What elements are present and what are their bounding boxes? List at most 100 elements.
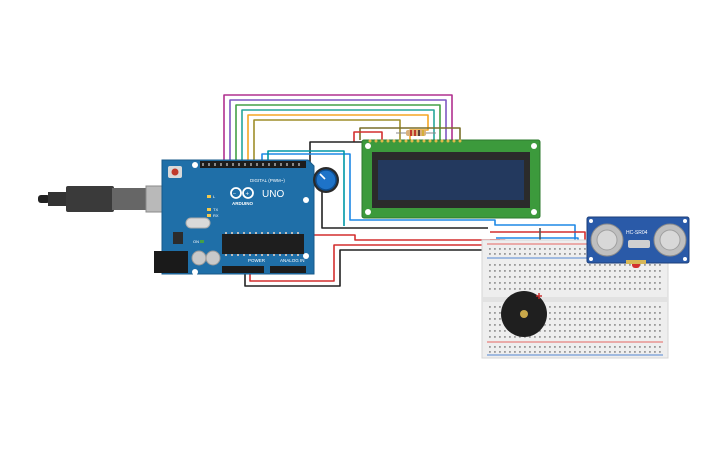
breadboard-hole[interactable] bbox=[654, 270, 656, 272]
breadboard-hole[interactable] bbox=[509, 270, 511, 272]
breadboard-hole[interactable] bbox=[499, 270, 501, 272]
breadboard-hole[interactable] bbox=[524, 276, 526, 278]
breadboard-hole[interactable] bbox=[569, 336, 571, 338]
breadboard-hole[interactable] bbox=[514, 264, 516, 266]
breadboard-hole[interactable] bbox=[534, 336, 536, 338]
breadboard-hole[interactable] bbox=[624, 306, 626, 308]
breadboard-hole[interactable] bbox=[509, 346, 511, 348]
breadboard-hole[interactable] bbox=[654, 276, 656, 278]
breadboard-hole[interactable] bbox=[579, 276, 581, 278]
breadboard-hole[interactable] bbox=[584, 330, 586, 332]
breadboard-hole[interactable] bbox=[519, 264, 521, 266]
arduino-uno[interactable]: DIGITAL (PWM~) L TX RX – + UNO ARDUINO O… bbox=[154, 159, 315, 275]
breadboard-hole[interactable] bbox=[564, 346, 566, 348]
breadboard-hole[interactable] bbox=[559, 282, 561, 284]
breadboard-hole[interactable] bbox=[574, 270, 576, 272]
potentiometer[interactable] bbox=[313, 167, 339, 193]
breadboard-hole[interactable] bbox=[504, 248, 506, 250]
breadboard-hole[interactable] bbox=[549, 324, 551, 326]
breadboard-hole[interactable] bbox=[629, 270, 631, 272]
breadboard-hole[interactable] bbox=[639, 312, 641, 314]
breadboard-hole[interactable] bbox=[639, 318, 641, 320]
breadboard-hole[interactable] bbox=[634, 282, 636, 284]
breadboard-hole[interactable] bbox=[584, 288, 586, 290]
breadboard-hole[interactable] bbox=[589, 288, 591, 290]
breadboard-hole[interactable] bbox=[529, 336, 531, 338]
breadboard-hole[interactable] bbox=[584, 318, 586, 320]
breadboard-hole[interactable] bbox=[649, 282, 651, 284]
breadboard-hole[interactable] bbox=[544, 324, 546, 326]
breadboard-hole[interactable] bbox=[554, 270, 556, 272]
breadboard-hole[interactable] bbox=[514, 276, 516, 278]
breadboard-hole[interactable] bbox=[654, 306, 656, 308]
breadboard-hole[interactable] bbox=[524, 288, 526, 290]
breadboard-hole[interactable] bbox=[489, 270, 491, 272]
breadboard-hole[interactable] bbox=[609, 351, 611, 353]
breadboard-hole[interactable] bbox=[494, 330, 496, 332]
hc-sr04-sensor[interactable]: HC-SR04 bbox=[586, 216, 690, 264]
breadboard-hole[interactable] bbox=[569, 346, 571, 348]
breadboard-hole[interactable] bbox=[554, 324, 556, 326]
breadboard-hole[interactable] bbox=[554, 288, 556, 290]
breadboard-hole[interactable] bbox=[594, 336, 596, 338]
breadboard-hole[interactable] bbox=[624, 270, 626, 272]
breadboard-hole[interactable] bbox=[504, 288, 506, 290]
breadboard-hole[interactable] bbox=[494, 306, 496, 308]
breadboard-hole[interactable] bbox=[529, 253, 531, 255]
breadboard-hole[interactable] bbox=[574, 330, 576, 332]
breadboard-hole[interactable] bbox=[634, 270, 636, 272]
breadboard-hole[interactable] bbox=[554, 351, 556, 353]
breadboard-hole[interactable] bbox=[514, 351, 516, 353]
breadboard-hole[interactable] bbox=[609, 330, 611, 332]
breadboard-hole[interactable] bbox=[609, 306, 611, 308]
breadboard-hole[interactable] bbox=[499, 330, 501, 332]
breadboard-hole[interactable] bbox=[614, 336, 616, 338]
breadboard-hole[interactable] bbox=[594, 312, 596, 314]
breadboard-hole[interactable] bbox=[644, 306, 646, 308]
breadboard-hole[interactable] bbox=[559, 312, 561, 314]
breadboard-hole[interactable] bbox=[639, 276, 641, 278]
breadboard-hole[interactable] bbox=[614, 270, 616, 272]
breadboard-hole[interactable] bbox=[629, 276, 631, 278]
breadboard-hole[interactable] bbox=[494, 312, 496, 314]
breadboard-hole[interactable] bbox=[649, 336, 651, 338]
breadboard-hole[interactable] bbox=[594, 264, 596, 266]
breadboard-hole[interactable] bbox=[509, 282, 511, 284]
breadboard-hole[interactable] bbox=[629, 351, 631, 353]
breadboard-hole[interactable] bbox=[659, 312, 661, 314]
breadboard-hole[interactable] bbox=[499, 312, 501, 314]
breadboard-hole[interactable] bbox=[604, 276, 606, 278]
breadboard-hole[interactable] bbox=[509, 336, 511, 338]
breadboard-hole[interactable] bbox=[524, 351, 526, 353]
breadboard-hole[interactable] bbox=[549, 351, 551, 353]
breadboard-hole[interactable] bbox=[644, 346, 646, 348]
wire-teal-pot[interactable] bbox=[267, 150, 345, 226]
breadboard-hole[interactable] bbox=[584, 312, 586, 314]
breadboard-hole[interactable] bbox=[644, 264, 646, 266]
breadboard-hole[interactable] bbox=[494, 336, 496, 338]
breadboard-hole[interactable] bbox=[594, 282, 596, 284]
breadboard-hole[interactable] bbox=[549, 306, 551, 308]
resistor[interactable] bbox=[396, 130, 436, 136]
breadboard-hole[interactable] bbox=[644, 288, 646, 290]
breadboard-hole[interactable] bbox=[619, 312, 621, 314]
breadboard-hole[interactable] bbox=[654, 282, 656, 284]
breadboard-hole[interactable] bbox=[599, 306, 601, 308]
breadboard-hole[interactable] bbox=[569, 264, 571, 266]
breadboard-hole[interactable] bbox=[509, 248, 511, 250]
breadboard-hole[interactable] bbox=[659, 351, 661, 353]
breadboard-hole[interactable] bbox=[489, 306, 491, 308]
breadboard-hole[interactable] bbox=[609, 288, 611, 290]
breadboard-hole[interactable] bbox=[654, 346, 656, 348]
breadboard-hole[interactable] bbox=[544, 346, 546, 348]
breadboard-hole[interactable] bbox=[599, 324, 601, 326]
breadboard-hole[interactable] bbox=[604, 306, 606, 308]
breadboard-hole[interactable] bbox=[544, 264, 546, 266]
breadboard-hole[interactable] bbox=[579, 282, 581, 284]
breadboard-hole[interactable] bbox=[599, 330, 601, 332]
breadboard-hole[interactable] bbox=[544, 288, 546, 290]
breadboard-hole[interactable] bbox=[529, 351, 531, 353]
breadboard-hole[interactable] bbox=[614, 324, 616, 326]
breadboard-hole[interactable] bbox=[644, 276, 646, 278]
